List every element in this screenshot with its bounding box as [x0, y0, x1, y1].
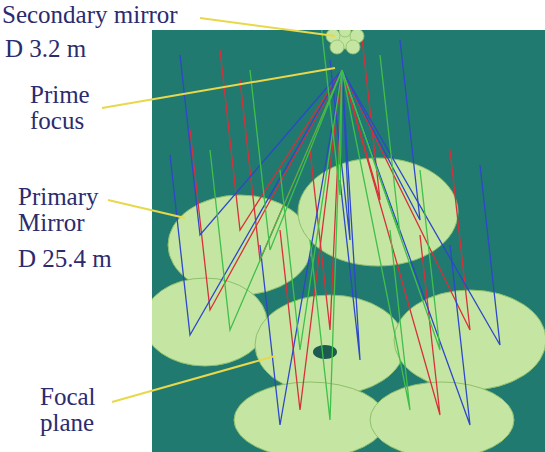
blue-rays — [170, 40, 500, 425]
callout-label: Prime focus — [30, 82, 110, 135]
callout-label: Secondary mirror — [2, 2, 178, 28]
focal-hole — [313, 345, 337, 359]
callout-label: Primary Mirror — [18, 184, 108, 237]
callout-label: Focal plane — [40, 384, 112, 437]
callout-label: D 25.4 m — [18, 246, 112, 272]
leader-lines — [102, 18, 335, 402]
callout-label: D 3.2 m — [5, 36, 86, 62]
green-rays — [210, 30, 440, 420]
red-rays — [190, 30, 470, 415]
secondary-mirror — [326, 30, 364, 54]
